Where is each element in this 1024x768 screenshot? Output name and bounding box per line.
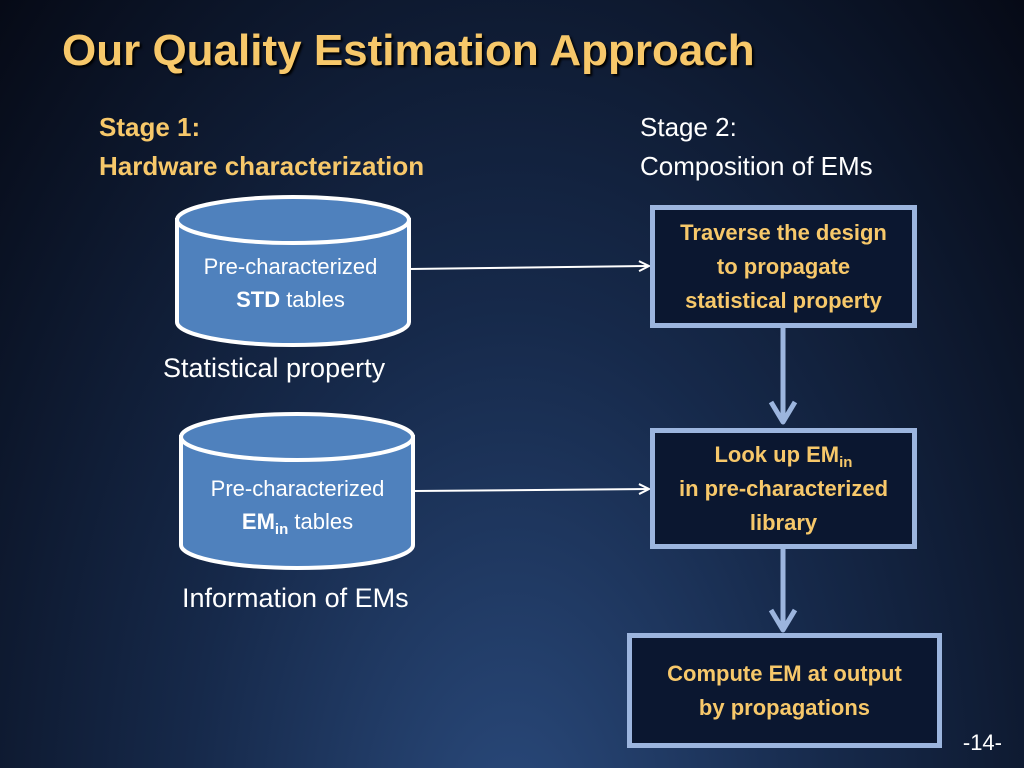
page-number: -14-	[962, 730, 1002, 755]
lookup-em-box: Look up EMin in pre-characterized librar…	[650, 428, 917, 549]
compute-em-box: Compute EM at output by propagations	[627, 633, 942, 748]
std-tables-cylinder	[175, 195, 411, 347]
em-tables-label: Pre-characterized EMin tables	[210, 476, 385, 538]
stage2-label: Stage 2:	[640, 112, 737, 142]
std-tables-label: Pre-characterized STD tables	[203, 254, 378, 312]
traverse-design-box: Traverse the design to propagate statist…	[650, 205, 917, 328]
slide-title: Our Quality Estimation Approach	[62, 26, 755, 75]
em-tables-cylinder	[179, 412, 415, 570]
lookup-to-compute-arrow	[768, 549, 798, 633]
stage1-label: Stage 1:	[99, 112, 201, 142]
em-to-lookup-arrow	[413, 489, 648, 491]
stage2-heading: Stage 2: Composition of EMs	[640, 108, 873, 186]
information-of-ems-caption: Information of EMs	[182, 583, 409, 613]
stage1-heading: Stage 1: Hardware characterization	[99, 108, 424, 186]
statistical-property-caption: Statistical property	[163, 353, 386, 383]
stage2-name: Composition of EMs	[640, 151, 873, 181]
std-to-traverse-arrow	[409, 266, 648, 269]
traverse-to-lookup-arrow	[768, 328, 798, 425]
stage1-name: Hardware characterization	[99, 151, 425, 181]
